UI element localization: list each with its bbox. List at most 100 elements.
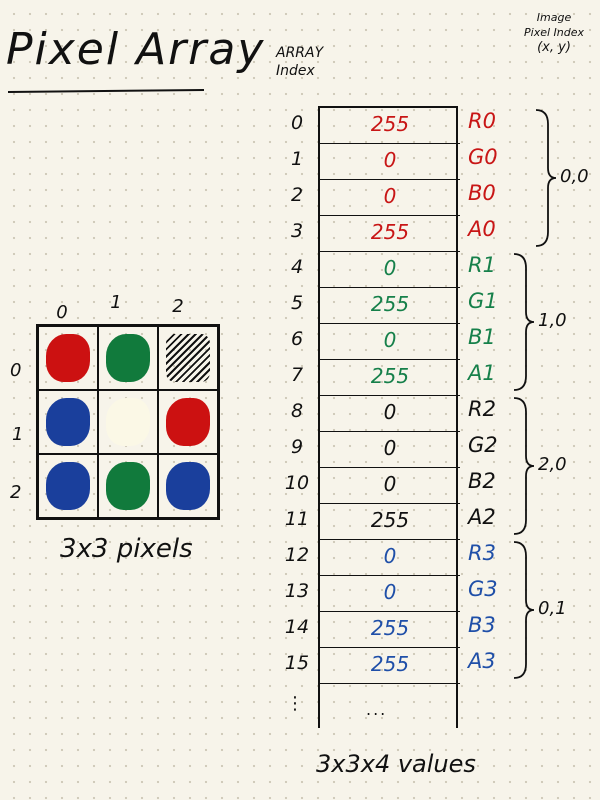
- array-caption: 3x3x4 values: [316, 750, 476, 778]
- array-value: 0: [383, 328, 397, 352]
- array-index-label: 15: [284, 652, 310, 674]
- pixel-color-swatch: [166, 334, 210, 382]
- array-value: 255: [370, 220, 410, 244]
- array-row: 255: [320, 108, 460, 144]
- pixel-color-swatch: [166, 398, 210, 446]
- grid-row-label: 2: [10, 482, 22, 503]
- channel-label: G2: [468, 433, 498, 457]
- pixel-group-label: 2,0: [538, 454, 567, 475]
- image-pixel-index-header: Image Pixel Index (x, y): [512, 10, 596, 55]
- channel-label: G1: [468, 289, 498, 313]
- pixel-cell: [38, 390, 98, 454]
- channel-label: B1: [468, 325, 496, 349]
- channel-label: R1: [468, 253, 496, 277]
- array-value: 255: [370, 652, 410, 676]
- array-column-continuation-left: [318, 690, 320, 728]
- array-value: 0: [383, 148, 397, 172]
- array-column: 255 0 0 255 0 255 0 255 0 0 0 255 0 0 255 255: [318, 106, 460, 690]
- pixel-grid: [36, 324, 220, 520]
- array-row: 255: [320, 216, 460, 252]
- array-row: 0: [320, 144, 460, 180]
- array-column-continuation-right: [456, 690, 458, 728]
- grid-col-label: 2: [172, 296, 184, 317]
- array-value: 255: [370, 364, 410, 388]
- array-value: 255: [370, 292, 410, 316]
- channel-label: A0: [468, 217, 496, 241]
- array-index-label: 2: [290, 184, 304, 206]
- array-index-label: 8: [290, 400, 304, 422]
- pixel-group-brace: [513, 253, 535, 391]
- channel-label: R2: [468, 397, 496, 421]
- page-title: Pixel Array: [6, 24, 266, 75]
- array-row: 0: [320, 396, 460, 432]
- image-pixel-index-header-line-1: Image: [536, 11, 572, 24]
- array-row: 0: [320, 432, 460, 468]
- pixel-group-brace: [513, 541, 535, 679]
- pixel-cell: [98, 326, 158, 390]
- channel-label: R3: [468, 541, 496, 565]
- array-row: 0: [320, 468, 460, 504]
- image-pixel-index-header-line-3: (x, y): [537, 40, 571, 55]
- pixel-cell: [158, 454, 218, 518]
- pixel-cell: [38, 326, 98, 390]
- array-row: 0: [320, 180, 460, 216]
- grid-caption: 3x3 pixels: [60, 534, 193, 564]
- array-index-label: 14: [284, 616, 310, 638]
- array-index-label: 7: [290, 364, 304, 386]
- channel-label: R0: [468, 109, 496, 133]
- array-index-label: 3: [290, 220, 304, 242]
- array-index-label: 10: [284, 472, 310, 494]
- pixel-color-swatch: [166, 462, 210, 510]
- array-index-label: 6: [290, 328, 304, 350]
- array-index-header: ARRAY Index: [276, 44, 323, 80]
- pixel-cell: [98, 454, 158, 518]
- array-row: 0: [320, 540, 460, 576]
- channel-label: B3: [468, 613, 496, 637]
- pixel-group-label: 1,0: [538, 310, 567, 331]
- pixel-group-brace: [535, 109, 557, 247]
- array-row: 0: [320, 576, 460, 612]
- pixel-cell: [158, 390, 218, 454]
- array-value: 0: [383, 580, 397, 604]
- array-index-label: 5: [290, 292, 304, 314]
- pixel-group-label: 0,0: [560, 166, 589, 187]
- array-value: 0: [383, 544, 397, 568]
- array-row: 255: [320, 648, 460, 684]
- pixel-cell: [98, 390, 158, 454]
- grid-row-label: 1: [12, 424, 24, 445]
- pixel-cell: [158, 326, 218, 390]
- value-ellipsis: ...: [366, 700, 388, 719]
- array-index-header-line-1: ARRAY: [276, 45, 324, 61]
- array-row: 0: [320, 252, 460, 288]
- array-row: 255: [320, 504, 460, 540]
- array-value: 255: [370, 508, 410, 532]
- pixel-cell: [38, 454, 98, 518]
- channel-label: B2: [468, 469, 496, 493]
- array-index-label: 13: [284, 580, 310, 602]
- array-index-header-line-2: Index: [276, 63, 315, 79]
- channel-label: A1: [468, 361, 496, 385]
- array-value: 0: [383, 472, 397, 496]
- array-index-label: 4: [290, 256, 304, 278]
- grid-col-label: 1: [110, 292, 122, 313]
- pixel-group-label: 0,1: [538, 598, 567, 619]
- pixel-color-swatch: [46, 334, 90, 382]
- channel-label: G3: [468, 577, 498, 601]
- array-value: 0: [383, 436, 397, 460]
- pixel-color-swatch: [46, 398, 90, 446]
- channel-label: A2: [468, 505, 496, 529]
- pixel-color-swatch: [46, 462, 90, 510]
- array-row: 255: [320, 288, 460, 324]
- image-pixel-index-header-line-2: Pixel Index: [524, 26, 584, 39]
- array-index-label: 11: [284, 508, 310, 530]
- array-index-label: 0: [290, 112, 304, 134]
- pixel-group-brace: [513, 397, 535, 535]
- array-row: 0: [320, 324, 460, 360]
- pixel-color-swatch: [106, 334, 150, 382]
- channel-label: A3: [468, 649, 496, 673]
- array-value: 255: [370, 112, 410, 136]
- array-value: 255: [370, 616, 410, 640]
- pixel-color-swatch: [106, 462, 150, 510]
- array-row: 255: [320, 612, 460, 648]
